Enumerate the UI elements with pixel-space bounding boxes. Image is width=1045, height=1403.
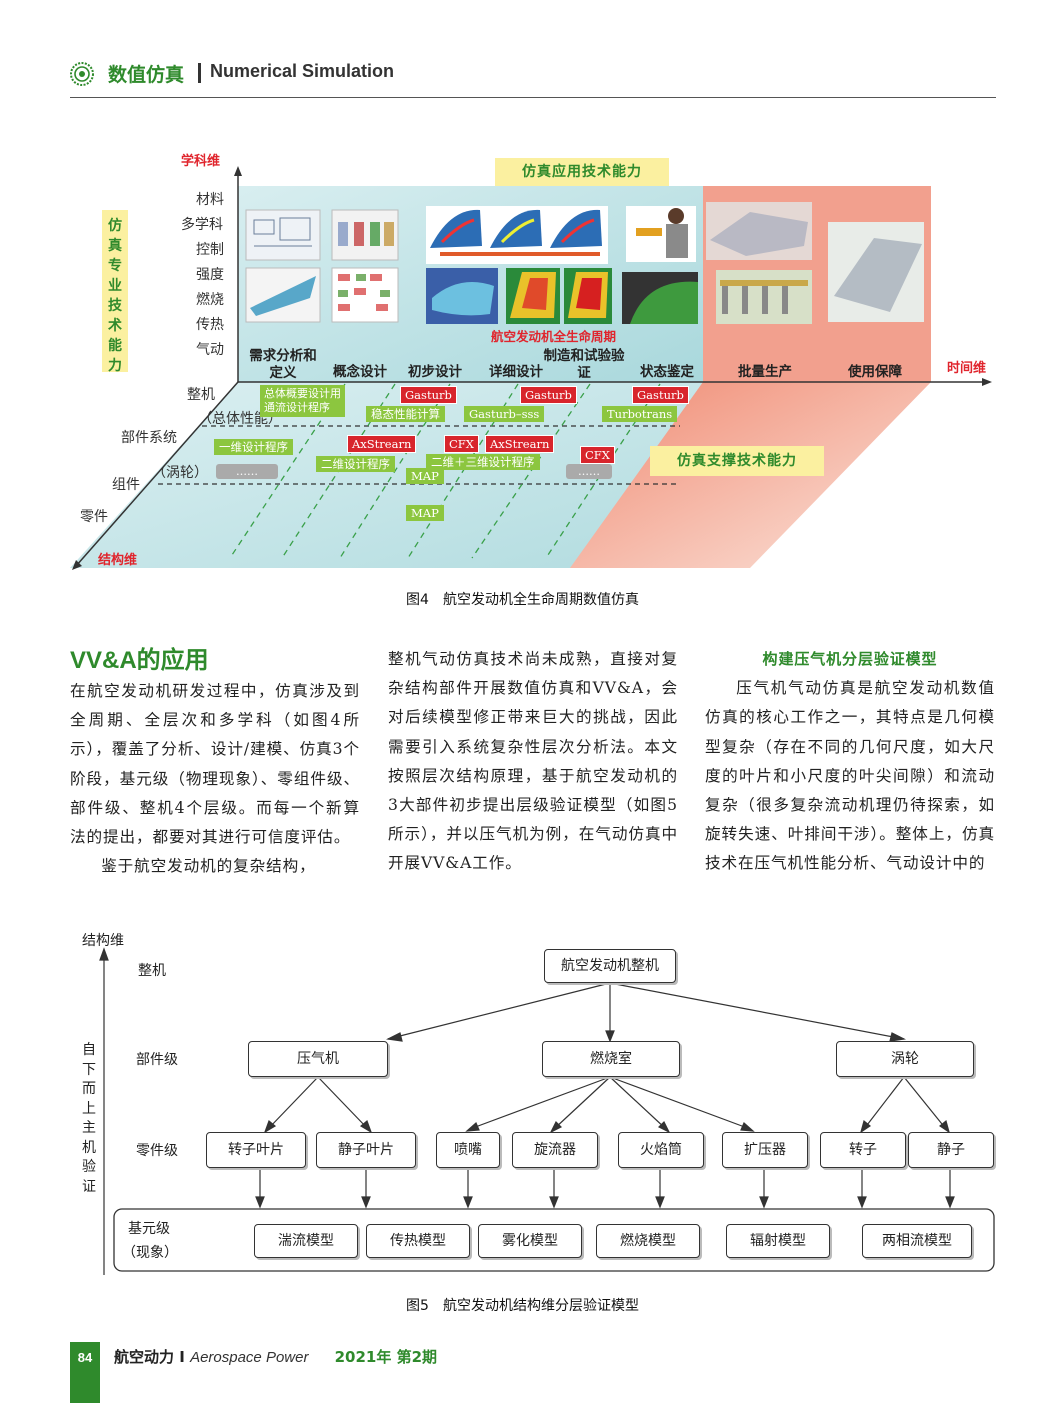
fig5-level-component: 部件级 xyxy=(136,1052,178,1068)
node-stator-blade: 静子叶片 xyxy=(316,1132,416,1168)
level-engine: 整机 xyxy=(187,387,215,403)
tool-map-1: MAP xyxy=(406,468,444,484)
fig5-level-base: 基元级 xyxy=(128,1221,170,1237)
tool-more-2: …… xyxy=(566,464,612,479)
discipline-strength: 强度 xyxy=(196,267,224,283)
discipline-material: 材料 xyxy=(196,192,224,208)
stage-requirements: 需求分析和定义 xyxy=(249,348,317,381)
stage-manufacturing: 制造和试验验证 xyxy=(543,348,625,381)
page-number: 84 xyxy=(77,1350,93,1365)
journal-name-en: Aerospace Power xyxy=(190,1349,309,1366)
journal-name-cn: 航空动力 xyxy=(114,1348,175,1366)
tool-1d-design: 一维设计程序 xyxy=(214,439,293,455)
stage-detailed: 详细设计 xyxy=(489,364,543,380)
page-header: 数值仿真 Numerical Simulation xyxy=(70,58,996,98)
fig5-vertical-label: 自下而上主机验证 xyxy=(82,1042,96,1195)
paragraph-4: 压气机气动仿真是航空发动机数值仿真的核心工作之一，其特点是几何模型复杂（存在不同… xyxy=(705,679,995,873)
model-two-phase-flow: 两相流模型 xyxy=(862,1224,972,1258)
tool-steady-performance: 稳态性能计算 xyxy=(366,406,445,422)
subsection-heading: 构建压气机分层验证模型 xyxy=(762,650,938,668)
journal-logo-icon xyxy=(70,62,94,86)
axis-label-discipline: 学科维 xyxy=(181,154,221,169)
stage-preliminary: 初步设计 xyxy=(408,364,462,380)
tool-2d-design: 二维设计程序 xyxy=(316,456,395,472)
axis-label-time: 时间维 xyxy=(947,361,987,376)
fig5-level-part: 零件级 xyxy=(136,1143,178,1159)
tool-axstrearn-1: AxStrearn xyxy=(347,435,417,453)
tool-gasturb-3: Gasturb xyxy=(632,386,689,404)
figure-4-background xyxy=(70,166,992,570)
model-heat-transfer: 传热模型 xyxy=(366,1224,470,1258)
level-assembly: 组件 xyxy=(112,477,140,493)
discipline-combustion: 燃烧 xyxy=(196,292,224,308)
figure-5-connectors xyxy=(99,947,995,1275)
node-flame-tube: 火焰筒 xyxy=(618,1132,704,1168)
stage-certification: 状态鉴定 xyxy=(640,364,694,380)
footer-separator: I xyxy=(179,1348,191,1366)
model-combustion: 燃烧模型 xyxy=(596,1224,700,1258)
node-turbine: 涡轮 xyxy=(836,1041,974,1077)
text-column-2: 整机气动仿真技术尚未成熟，直接对复杂结构部件开展数值仿真和VV&A，会对后续模型… xyxy=(388,645,678,879)
tool-2d-3d-design: 二维＋三维设计程序 xyxy=(426,454,540,470)
journal-issue: 2021年 第2期 xyxy=(334,1348,438,1366)
footer-journal: 航空动力 I Aerospace Power 2021年 第2期 xyxy=(114,1346,437,1367)
node-diffuser: 扩压器 xyxy=(722,1132,808,1168)
header-divider xyxy=(198,63,201,83)
discipline-heat-transfer: 传热 xyxy=(196,317,224,333)
tool-more-1: …… xyxy=(216,464,278,479)
fig5-level-base-note: （现象） xyxy=(122,1245,178,1261)
tool-gasturb-sss: Gasturb–sss xyxy=(464,406,545,422)
node-rotor: 转子 xyxy=(820,1132,906,1168)
footer-accent-bar xyxy=(70,1342,100,1403)
node-rotor-blade: 转子叶片 xyxy=(206,1132,306,1168)
node-nozzle: 喷嘴 xyxy=(436,1132,500,1168)
sim-application-capability-label: 仿真应用技术能力 xyxy=(495,158,669,186)
tool-map-2: MAP xyxy=(406,505,444,521)
node-compressor: 压气机 xyxy=(248,1041,388,1077)
model-atomization: 雾化模型 xyxy=(478,1224,582,1258)
level-part: 零件 xyxy=(80,509,108,525)
tool-cfx-2: CFX xyxy=(580,446,615,464)
fig5-axis-label: 结构维 xyxy=(82,933,124,949)
figure-4-caption: 图4 航空发动机全生命周期数值仿真 xyxy=(406,592,639,608)
paragraph-2: 鉴于航空发动机的复杂结构， xyxy=(101,857,316,876)
node-engine: 航空发动机整机 xyxy=(544,949,676,983)
node-swirler: 旋流器 xyxy=(512,1132,598,1168)
text-column-3: 构建压气机分层验证模型 压气机气动仿真是航空发动机数值仿真的核心工作之一，其特点… xyxy=(705,645,995,879)
paragraph-1: 在航空发动机研发过程中，仿真涉及到全周期、全层次和多学科（如图4所示），覆盖了分… xyxy=(70,682,360,847)
node-combustor: 燃烧室 xyxy=(542,1041,680,1077)
stage-mass-production: 批量生产 xyxy=(738,364,792,380)
text-column-1: VV&A的应用 在航空发动机研发过程中，仿真涉及到全周期、全层次和多学科（如图4… xyxy=(70,645,360,881)
tool-turbotrans: Turbotrans xyxy=(602,406,678,422)
section-title-en: Numerical Simulation xyxy=(210,61,395,81)
discipline-aerodynamics: 气动 xyxy=(196,342,224,358)
model-turbulence: 湍流模型 xyxy=(254,1224,358,1258)
tool-gasturb-2: Gasturb xyxy=(520,386,577,404)
level-component-system: 部件系统 xyxy=(121,430,177,446)
model-radiation: 辐射模型 xyxy=(726,1224,830,1258)
paragraph-3: 整机气动仿真技术尚未成熟，直接对复杂结构部件开展数值仿真和VV&A，会对后续模型… xyxy=(388,650,678,873)
axis-label-structure: 结构维 xyxy=(98,553,138,568)
level-turbine: （涡轮） xyxy=(152,465,208,481)
node-stator: 静子 xyxy=(908,1132,994,1168)
lifecycle-label: 航空发动机全生命周期 xyxy=(491,329,617,344)
tool-overall-design: 总体概要设计用 通流设计程序 xyxy=(260,385,345,417)
discipline-control: 控制 xyxy=(196,242,224,258)
sim-support-capability-label: 仿真支撑技术能力 xyxy=(650,446,824,476)
figure-5-caption: 图5 航空发动机结构维分层验证模型 xyxy=(406,1298,639,1314)
discipline-multidisciplinary: 多学科 xyxy=(181,217,223,233)
footer-spacer xyxy=(314,1348,330,1366)
figure-4-lifecycle-diagram: 学科维 时间维 结构维 仿真专业技术能力 仿真应用技术能力 仿真支撑技术能力 航… xyxy=(70,148,1000,573)
tool-axstrearn-2: AxStrearn xyxy=(485,435,555,453)
stage-support: 使用保障 xyxy=(848,364,902,380)
stage-concept: 概念设计 xyxy=(333,364,387,380)
tool-cfx-1: CFX xyxy=(444,435,479,453)
sim-professional-capability-label: 仿真专业技术能力 xyxy=(102,210,128,374)
figure-5-hierarchy-diagram: 结构维 自下而上主机验证 整机 部件级 零件级 基元级 （现象） 航空发动机整机… xyxy=(70,925,1000,1285)
section-heading: VV&A的应用 xyxy=(70,647,209,674)
section-title-cn: 数值仿真 xyxy=(108,64,185,86)
fig5-level-engine: 整机 xyxy=(138,963,166,979)
tool-gasturb-1: Gasturb xyxy=(400,386,457,404)
